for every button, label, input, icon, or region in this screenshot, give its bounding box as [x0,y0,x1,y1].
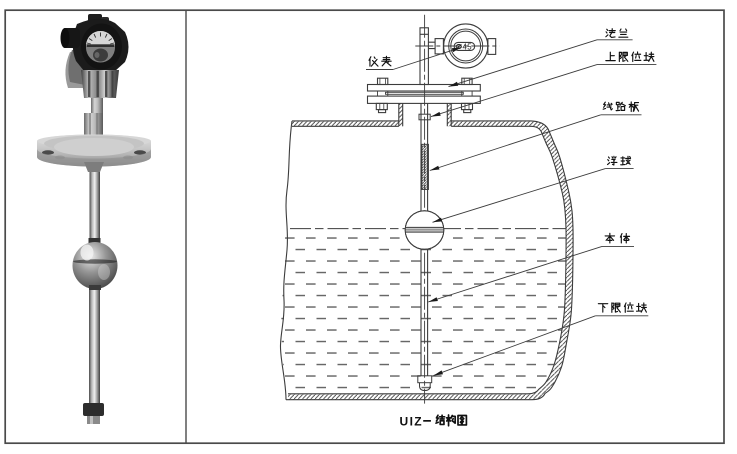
svg-text:45: 45 [463,42,473,51]
svg-text:UIZ: UIZ [400,414,424,428]
